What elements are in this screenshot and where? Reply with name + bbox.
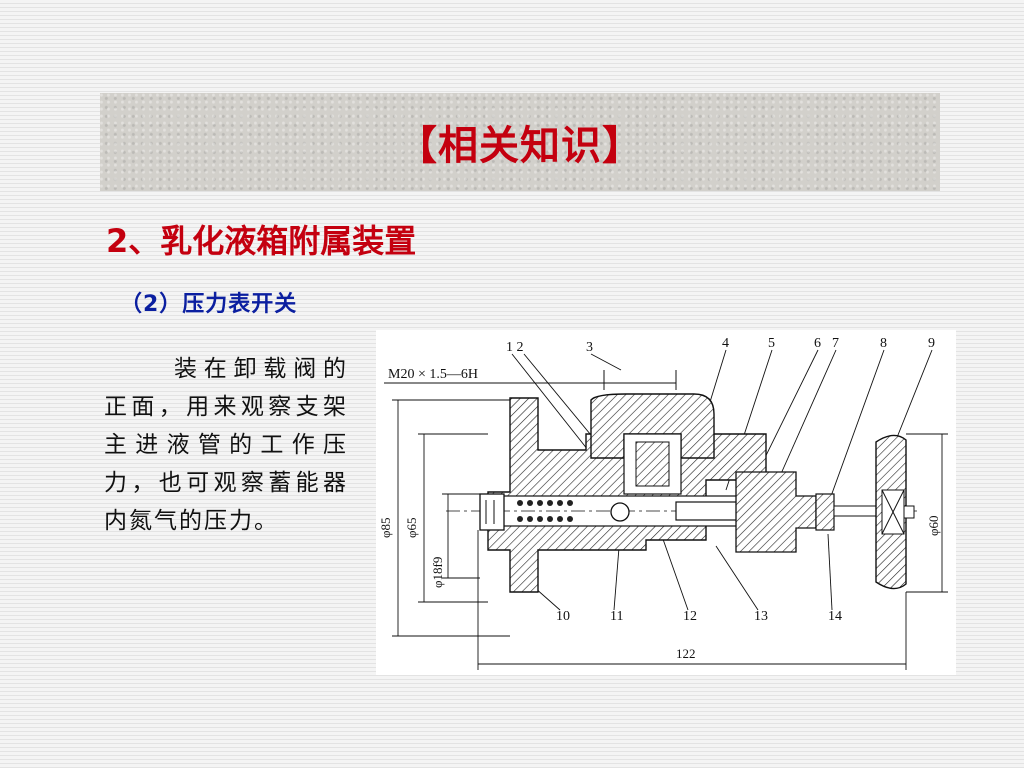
part-label-7: 7 (832, 336, 839, 351)
dim-phi60: φ60 (926, 515, 941, 536)
part-label-3: 3 (586, 340, 593, 355)
part-label-5: 5 (768, 336, 775, 351)
part-label-6: 6 (814, 336, 821, 351)
part-label-13: 13 (754, 609, 768, 624)
subsection-heading: （2）压力表开关 (120, 292, 298, 317)
part-label-14: 14 (828, 609, 842, 624)
dim-phi18f9: φ18f9 (430, 557, 445, 588)
pressure-gauge-switch-diagram: M20 × 1.5—6H 1 2 3 4 5 6 7 8 9 10 11 12 … (378, 336, 948, 670)
valve-drawing: M20 × 1.5—6H 1 2 3 4 5 6 7 8 9 10 11 12 … (376, 330, 956, 675)
description-paragraph: 装在卸载阀的正面，用来观察支架主进液管的工作压力，也可观察蓄能器内氮气的压力。 (104, 356, 348, 534)
part-label-4: 4 (722, 336, 729, 351)
valve-body (446, 393, 921, 593)
title-banner: 【相关知识】 (100, 93, 940, 191)
part-label-11: 11 (610, 609, 623, 624)
section-heading: 2、乳化液箱附属装置 (106, 222, 417, 260)
dim-length-122: 122 (676, 646, 696, 661)
slide-title: 【相关知识】 (397, 123, 643, 169)
part-number-labels: 1 2 3 4 5 6 7 8 9 10 11 12 13 14 (506, 336, 935, 624)
part-label-8: 8 (880, 336, 887, 351)
dim-phi85: φ85 (378, 517, 393, 538)
part-label-9: 9 (928, 336, 935, 351)
part-label-1-2: 1 2 (506, 340, 524, 355)
dim-phi65: φ65 (404, 517, 419, 538)
part-label-12: 12 (683, 609, 697, 624)
thread-label: M20 × 1.5—6H (388, 367, 478, 382)
part-label-10: 10 (556, 609, 570, 624)
